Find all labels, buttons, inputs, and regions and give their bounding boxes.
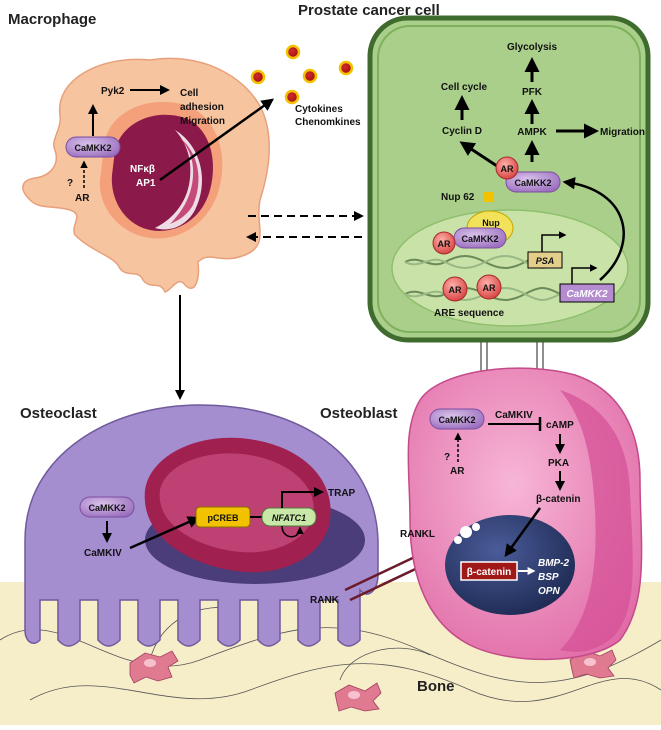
prostate-ar-top: AR	[501, 164, 514, 174]
prostate-migration-label: Migration	[600, 127, 645, 138]
nfatc1-autoloop	[281, 525, 304, 538]
osteoblast-ar: AR	[450, 466, 465, 477]
osteoblast-camkk2-label: CaMKK2	[438, 415, 475, 425]
title-osteoblast: Osteoblast	[320, 405, 398, 422]
title-osteoclast: Osteoclast	[20, 405, 97, 422]
pcreb-label: pCREB	[208, 513, 239, 523]
nup62-label: Nup 62	[441, 192, 475, 203]
psa-gene-box	[527, 251, 563, 269]
ampk-label: AMPK	[517, 127, 547, 138]
nfkb-label: NFκβ	[130, 164, 155, 175]
macrophage-adhesion-label: adhesion	[180, 102, 224, 113]
cell-junctions	[480, 342, 544, 372]
cell-cycle-label: Cell cycle	[441, 82, 488, 93]
macrophage-question: ?	[67, 178, 73, 189]
arrow-nucleus-cytokines	[159, 98, 275, 182]
cytokine-dots	[250, 44, 354, 105]
camkk2-promoter-arrow	[571, 264, 598, 284]
macrophage-camkk2-label: CaMKK2	[74, 143, 111, 153]
arrow-camkiv-pcreb	[129, 516, 201, 550]
are-ar-1-label: AR	[449, 285, 462, 295]
prostate-camkk2-top: CaMKK2	[514, 178, 551, 188]
cyclin-d-label: Cyclin D	[442, 126, 482, 137]
osteoclast-camkiv: CaMKIV	[84, 548, 122, 559]
nuclear-camkk2-label: CaMKK2	[461, 234, 498, 244]
bmp2-label: BMP-2	[538, 558, 570, 569]
chemokines-label: Chenomkines	[295, 117, 361, 128]
bsp-label: BSP	[538, 572, 559, 583]
cytokines-label: Cytokines	[295, 104, 343, 115]
pfk-label: PFK	[522, 87, 543, 98]
nuclear-ar-label: AR	[438, 239, 451, 249]
bcat-nuclear-box	[460, 561, 518, 581]
arrow-bcat-nucleus	[504, 507, 542, 558]
osteoclast-camkk2-label: CaMKK2	[88, 503, 125, 513]
osteoblast-camkk2-pill: CaMKK2	[429, 408, 485, 430]
ap1-label: AP1	[136, 178, 156, 189]
nfatc1-label: NFATC1	[272, 513, 306, 523]
macrophage-cell	[22, 57, 270, 293]
nup62-square	[484, 192, 494, 202]
title-bone: Bone	[417, 678, 455, 695]
nfatc1-box	[261, 507, 317, 527]
macrophage-ar: AR	[75, 193, 90, 204]
arrow-complex-cyclind	[459, 141, 498, 168]
osteocyte-cells	[129, 649, 617, 712]
prostate-ar-camkk2-complex: CaMKK2 AR	[495, 156, 561, 193]
macrophage-cell-label: Cell	[180, 88, 199, 99]
title-prostate: Prostate cancer cell	[298, 2, 440, 19]
arrow-camkk2-feedback	[562, 177, 625, 281]
title-macrophage: Macrophage	[8, 11, 96, 28]
camp-label: cAMP	[546, 420, 574, 431]
macrophage-camkk2-pill: CaMKK2	[65, 136, 121, 158]
are-sequence-label: ARE sequence	[434, 308, 504, 319]
psa-promoter-arrow	[541, 231, 567, 252]
camkk2-gene-label: CaMKK2	[566, 289, 608, 300]
are-ar-2-label: AR	[483, 283, 496, 293]
nuclear-complex: Nup 62 CaMKK2 AR	[432, 210, 514, 255]
trap-label: TRAP	[328, 488, 356, 499]
macrophage-migration-label: Migration	[180, 116, 225, 127]
rank-label: RANK	[310, 595, 340, 606]
arrow-nfatc1-trap	[281, 487, 324, 508]
opn-label: OPN	[538, 586, 560, 597]
osteoblast-cell	[407, 367, 643, 661]
pka-label: PKA	[548, 458, 569, 469]
bcat-nuclear-label: β-catenin	[467, 567, 511, 578]
are-ar-1	[442, 276, 468, 302]
osteoclast-camkk2-pill: CaMKK2	[79, 496, 135, 518]
bcat-label: β-catenin	[536, 494, 580, 505]
nup-label: Nup	[482, 218, 500, 228]
rankl-label: RANKL	[400, 529, 435, 540]
psa-label: PSA	[536, 256, 555, 266]
glycolysis-label: Glycolysis	[507, 42, 557, 53]
osteoblast-camkiv: CaMKIV	[495, 410, 533, 421]
are-ar-2	[476, 274, 502, 300]
osteoblast-question: ?	[444, 452, 450, 463]
macrophage-pyk2: Pyk2	[101, 86, 125, 97]
camkk2-gene-box	[559, 283, 615, 303]
